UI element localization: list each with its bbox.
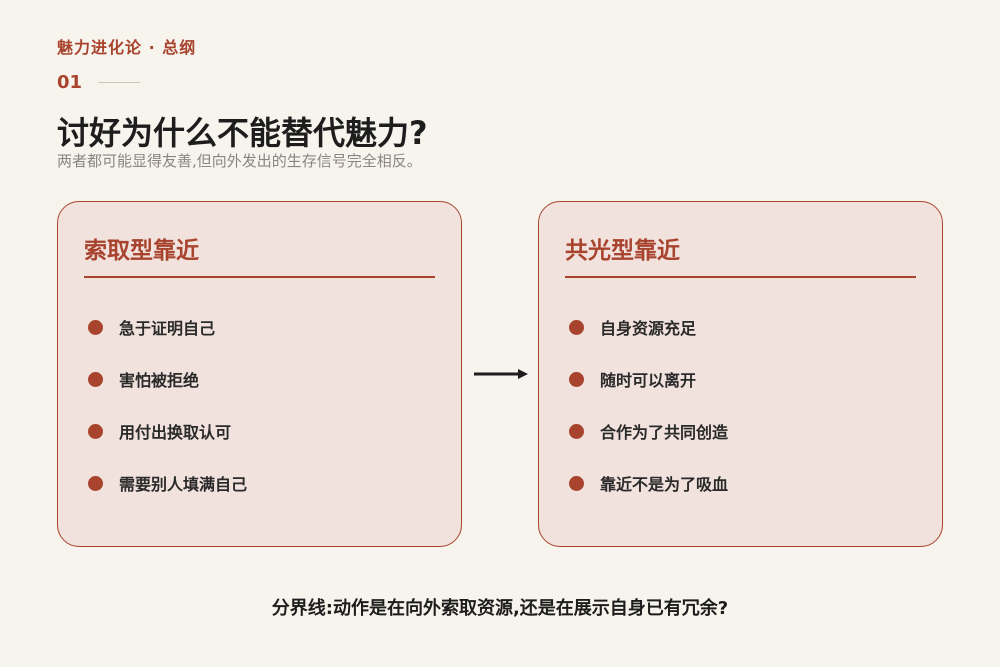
list-item-label: 用付出换取认可: [119, 423, 232, 442]
list-item-label: 合作为了共同创造: [600, 423, 729, 442]
list-item-label: 自身资源充足: [600, 319, 697, 338]
list-item-label: 靠近不是为了吸血: [600, 475, 729, 494]
bullet-dot-icon: [569, 319, 584, 335]
footer-conclusion: 分界线:动作是在向外索取资源,还是在展示自身已有冗余?: [271, 598, 729, 619]
card-title: 索取型靠近: [84, 238, 199, 264]
card-cooperative-approach: 共光型靠近 自身资源充足 随时可以离开 合作为了共同创造 靠近不是为了吸血: [538, 201, 943, 547]
bullet-dot-icon: [569, 475, 584, 491]
list-item-label: 需要别人填满自己: [119, 475, 248, 494]
list-item: 急于证明自己: [88, 314, 215, 340]
list-item: 害怕被拒绝: [88, 366, 199, 392]
list-item: 用付出换取认可: [88, 418, 231, 444]
card-divider: [84, 276, 435, 278]
card-extractive-approach: 索取型靠近 急于证明自己 害怕被拒绝 用付出换取认可 需要别人填满自己: [57, 201, 462, 547]
list-item-label: 急于证明自己: [119, 319, 216, 338]
list-item-label: 害怕被拒绝: [119, 371, 200, 390]
bullet-dot-icon: [569, 371, 584, 387]
page-title: 讨好为什么不能替代魅力?: [57, 114, 428, 152]
list-item: 合作为了共同创造: [569, 418, 728, 444]
list-item: 靠近不是为了吸血: [569, 470, 728, 496]
card-divider: [565, 276, 916, 278]
list-item-label: 随时可以离开: [600, 371, 697, 390]
bullet-dot-icon: [88, 475, 103, 491]
list-item: 需要别人填满自己: [88, 470, 247, 496]
number-divider: [98, 82, 140, 83]
bullet-dot-icon: [88, 423, 103, 439]
section-number: 01: [57, 72, 83, 93]
card-title: 共光型靠近: [565, 238, 680, 264]
bullet-dot-icon: [88, 371, 103, 387]
bullet-dot-icon: [88, 319, 103, 335]
bullet-dot-icon: [569, 423, 584, 439]
section-kicker: 魅力进化论 · 总纲: [57, 38, 197, 57]
right-arrow-icon: [474, 369, 528, 379]
list-item: 随时可以离开: [569, 366, 696, 392]
list-item: 自身资源充足: [569, 314, 696, 340]
page-subtitle: 两者都可能显得友善,但向外发出的生存信号完全相反。: [57, 152, 422, 170]
